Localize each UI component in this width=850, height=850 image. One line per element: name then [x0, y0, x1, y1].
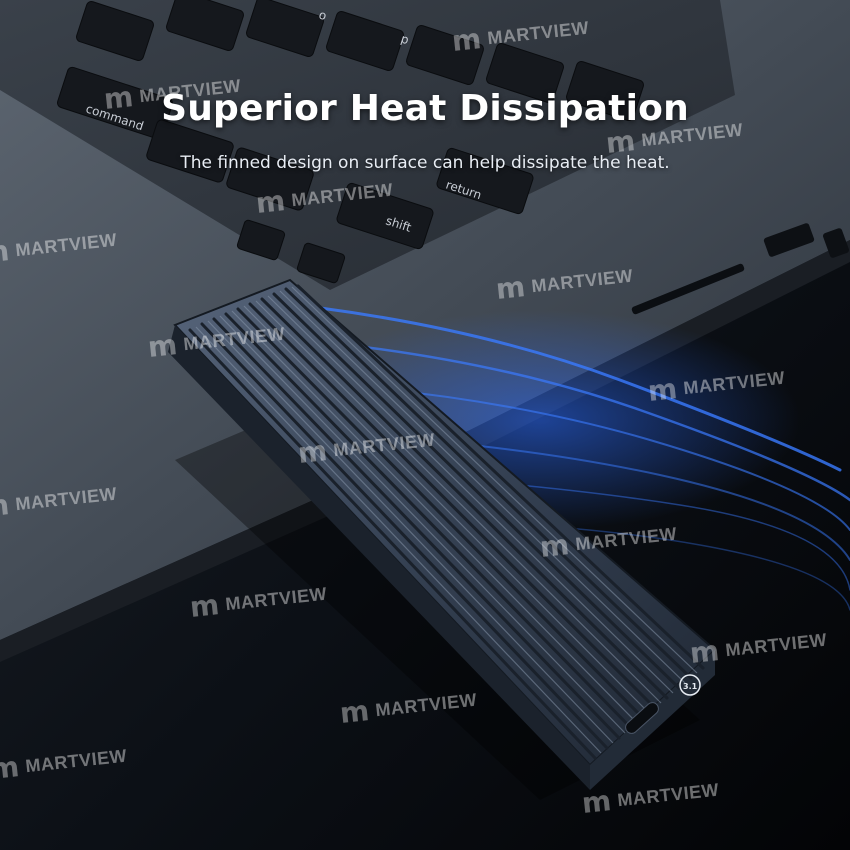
gen2-badge-text: 3.1: [683, 682, 698, 691]
enclosure-end: [590, 650, 715, 790]
m-logo-icon: m: [296, 433, 330, 470]
m-logo-icon: m: [0, 487, 12, 524]
key-label-p: p: [399, 32, 411, 48]
m-logo-icon: m: [646, 371, 680, 408]
key-label-o: o: [317, 8, 328, 24]
enclosure-fin-highlights: [195, 286, 698, 754]
enclosure-side: [168, 325, 590, 790]
m-logo-icon: m: [0, 749, 22, 786]
m-logo-icon: m: [538, 527, 572, 564]
m-logo-icon: m: [580, 783, 614, 820]
m-logo-icon: m: [102, 79, 136, 116]
ssd-enclosure: 3.1: [168, 278, 717, 790]
page-subtitle: The finned design on surface can help di…: [180, 153, 670, 173]
m-logo-icon: m: [450, 21, 484, 58]
m-logo-icon: m: [146, 327, 180, 364]
enclosure-fins: [188, 284, 705, 760]
sd-card-slot: [631, 263, 745, 315]
m-logo-icon: m: [338, 693, 372, 730]
keyboard-keys: [57, 0, 644, 284]
m-logo-icon: m: [0, 233, 12, 270]
m-logo-icon: m: [494, 269, 528, 306]
usb-c-port: [625, 702, 659, 734]
m-logo-icon: m: [254, 183, 288, 220]
m-logo-icon: m: [604, 123, 638, 160]
page-title: Superior Heat Dissipation: [161, 88, 689, 129]
m-logo-icon: m: [188, 587, 222, 624]
gen2-badge-icon: [679, 674, 701, 696]
laptop-ports: [631, 223, 849, 315]
usb-port: [763, 223, 815, 257]
m-logo-icon: m: [688, 633, 722, 670]
